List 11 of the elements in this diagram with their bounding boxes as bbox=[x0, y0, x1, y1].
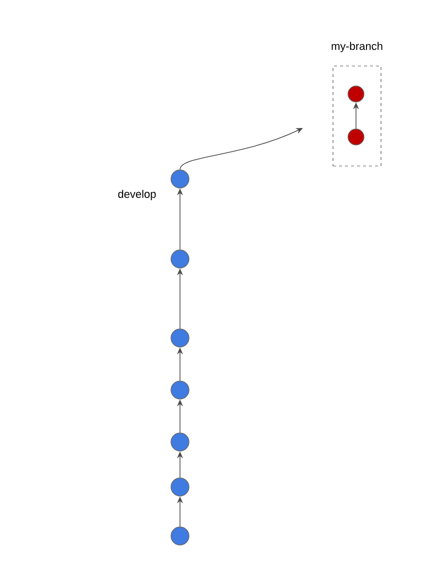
commit-circle bbox=[170, 380, 190, 400]
commit-circle bbox=[170, 432, 190, 452]
commit-circle bbox=[170, 526, 190, 546]
commit-circle bbox=[170, 478, 190, 496]
commit-circle bbox=[348, 86, 364, 102]
branch-box: my-branch bbox=[332, 42, 382, 166]
node-label: my-branch bbox=[332, 42, 382, 52]
branch-label: develop bbox=[118, 190, 156, 200]
commit-circle bbox=[170, 250, 190, 268]
commit-circle bbox=[348, 128, 364, 146]
commit-circle bbox=[170, 328, 190, 348]
